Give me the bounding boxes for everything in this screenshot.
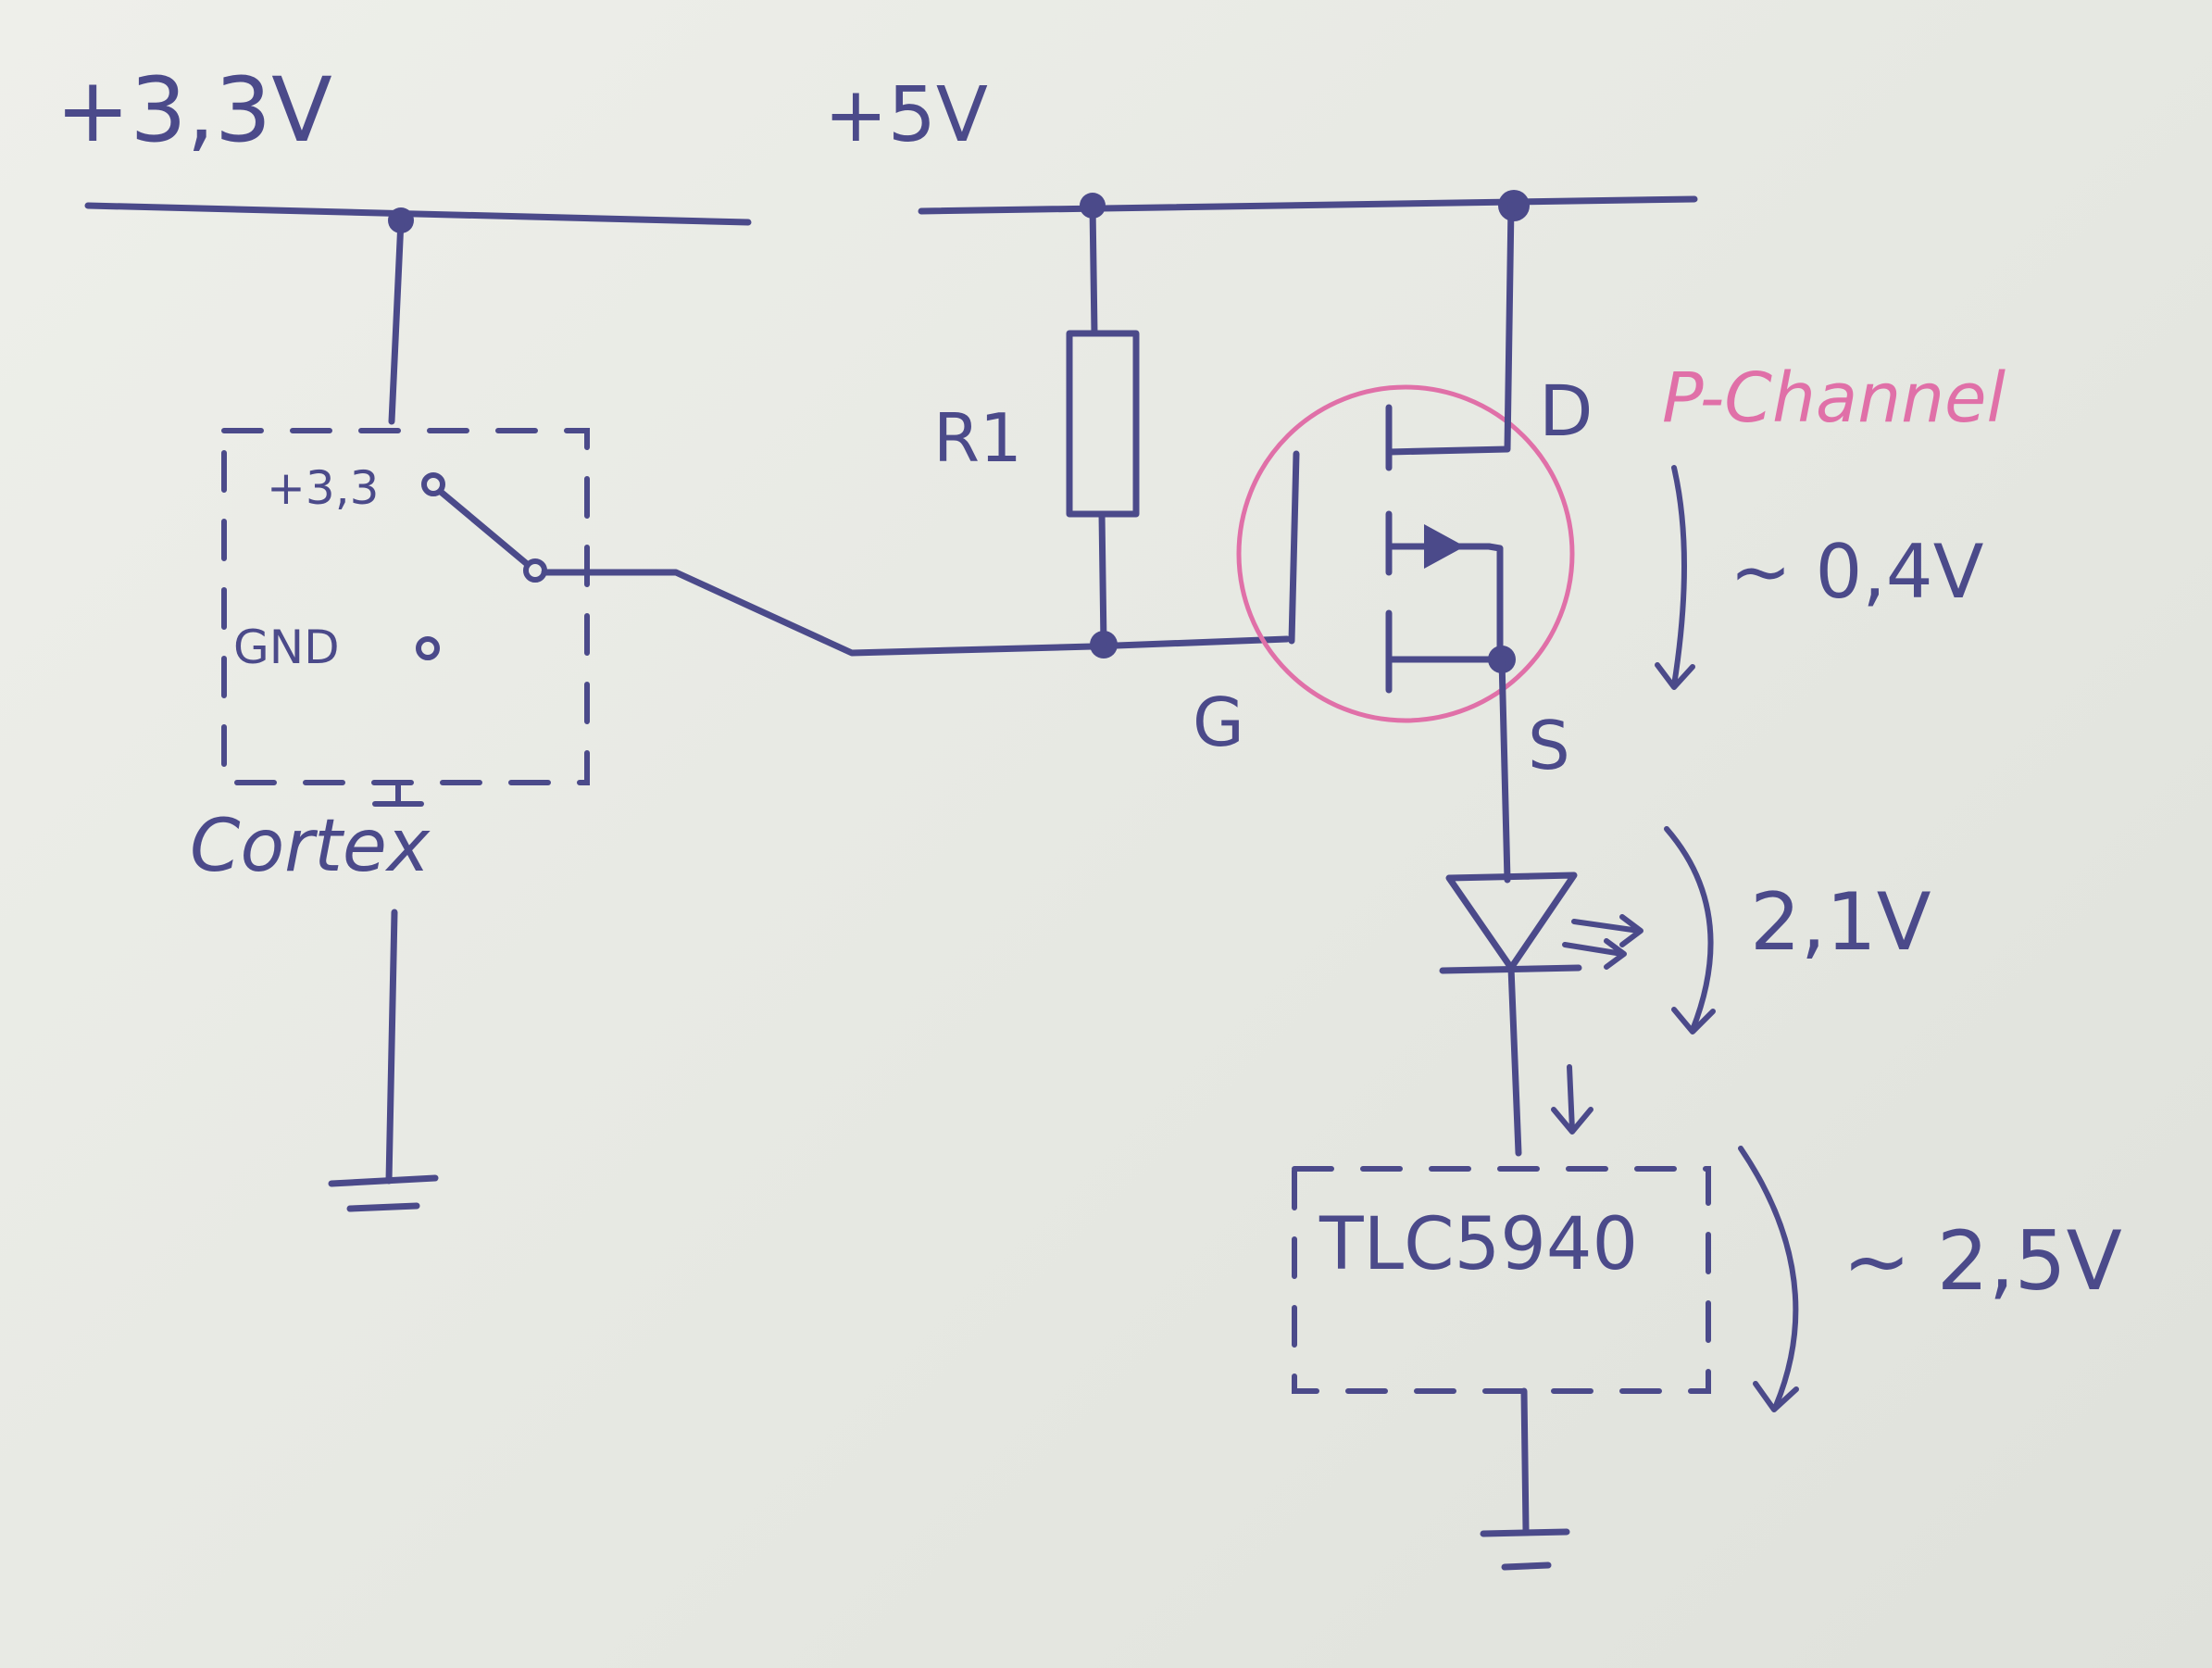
mosfet-drain-label: D bbox=[1539, 370, 1593, 452]
led-vf-label: 2,1V bbox=[1750, 876, 1931, 969]
tlc5940-box bbox=[1292, 1166, 1711, 1394]
rail-3v3 bbox=[84, 202, 752, 425]
rail-3v3-label: +3,3V bbox=[56, 58, 332, 162]
driver-v-arrow bbox=[1738, 1146, 1799, 1412]
led-diode bbox=[1439, 872, 1643, 1157]
led-vf-arrow bbox=[1664, 826, 1716, 1035]
current-arrow bbox=[1551, 1064, 1593, 1135]
mosfet-p-channel bbox=[1236, 202, 1575, 884]
driver-v-label: ~ 2,5V bbox=[1843, 1213, 2122, 1309]
rail-5v bbox=[918, 190, 1698, 221]
mosfet-highlight-circle bbox=[1236, 384, 1575, 723]
resistor-r1 bbox=[1066, 202, 1140, 648]
mosfet-type-label: P-Channel bbox=[1662, 358, 2006, 438]
vds-arrow bbox=[1655, 465, 1695, 690]
mosfet-gate-label: G bbox=[1193, 684, 1244, 761]
mosfet-vds-label: ~ 0,4V bbox=[1730, 529, 1984, 615]
driver-ground-symbol bbox=[1480, 1387, 1570, 1571]
cortex-name-label: Cortex bbox=[190, 805, 431, 888]
cortex-pin-33-label: +3,3 bbox=[267, 461, 379, 515]
tlc5940-name-label: TLC5940 bbox=[1318, 1203, 1638, 1286]
cortex-pin-gnd-label: GND bbox=[233, 621, 340, 674]
gate-wire bbox=[541, 569, 1291, 658]
rail-5v-label: +5V bbox=[824, 71, 988, 159]
mosfet-source-label: S bbox=[1528, 707, 1570, 784]
resistor-r1-label: R1 bbox=[933, 399, 1022, 477]
cortex-ground-symbol bbox=[328, 909, 439, 1212]
